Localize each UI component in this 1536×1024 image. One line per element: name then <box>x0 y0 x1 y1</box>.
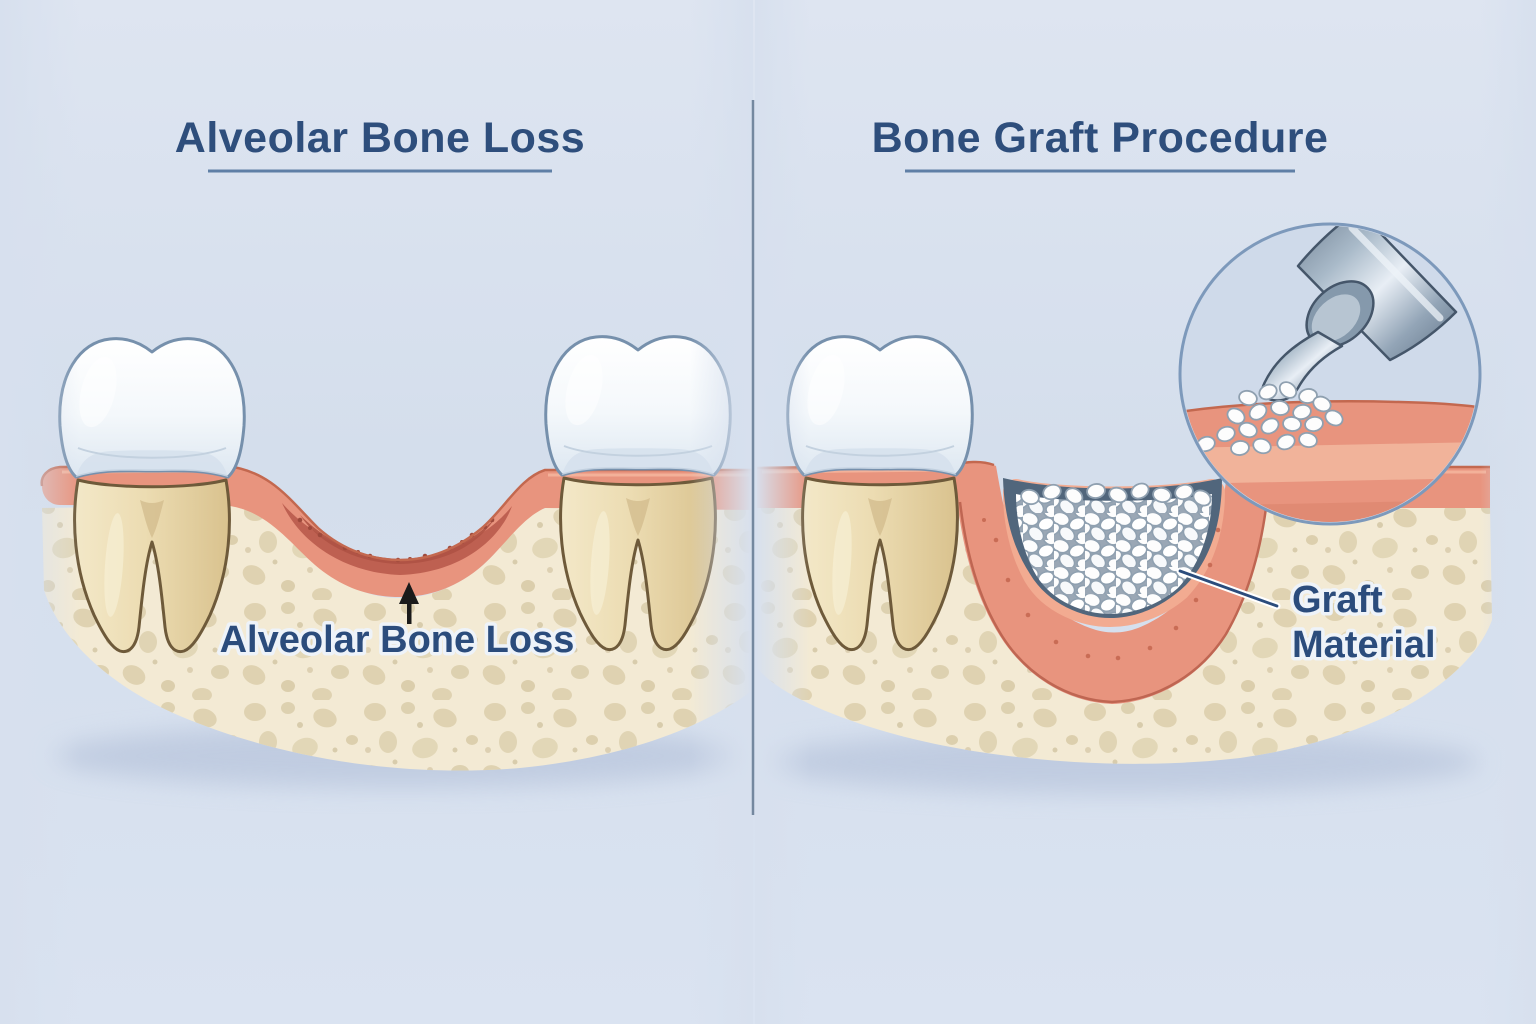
edge-fade-divider-left <box>690 0 753 1024</box>
inflamed-tissue <box>282 503 512 575</box>
edge-fade-right <box>1480 0 1536 1024</box>
edge-fade-left <box>0 0 80 1024</box>
panel-alveolar-bone-loss: Alveolar Bone Loss <box>40 335 753 788</box>
graft-material-annotation: Graft Material <box>1176 567 1439 670</box>
bone-loss-annotation: Alveolar Bone Loss <box>216 582 578 665</box>
socket-lining-texture <box>982 518 1221 661</box>
graft-material-label-line2: Material <box>1292 624 1436 666</box>
left-panel-title: Alveolar Bone Loss <box>175 114 585 162</box>
panel-bone-graft: Graft Material <box>756 222 1492 794</box>
graft-material-label-line1: Graft <box>1292 579 1383 621</box>
titles: Alveolar Bone Loss Bone Graft Procedure <box>175 114 1329 173</box>
inset-magnifier <box>1178 222 1482 526</box>
up-arrow-icon <box>399 582 419 604</box>
edge-fade-divider-right <box>755 0 810 1024</box>
graft-granules <box>1016 479 1215 614</box>
leader-line <box>1178 569 1279 608</box>
bone-loss-label: Alveolar Bone Loss <box>220 619 575 661</box>
right-panel-title: Bone Graft Procedure <box>872 114 1329 162</box>
